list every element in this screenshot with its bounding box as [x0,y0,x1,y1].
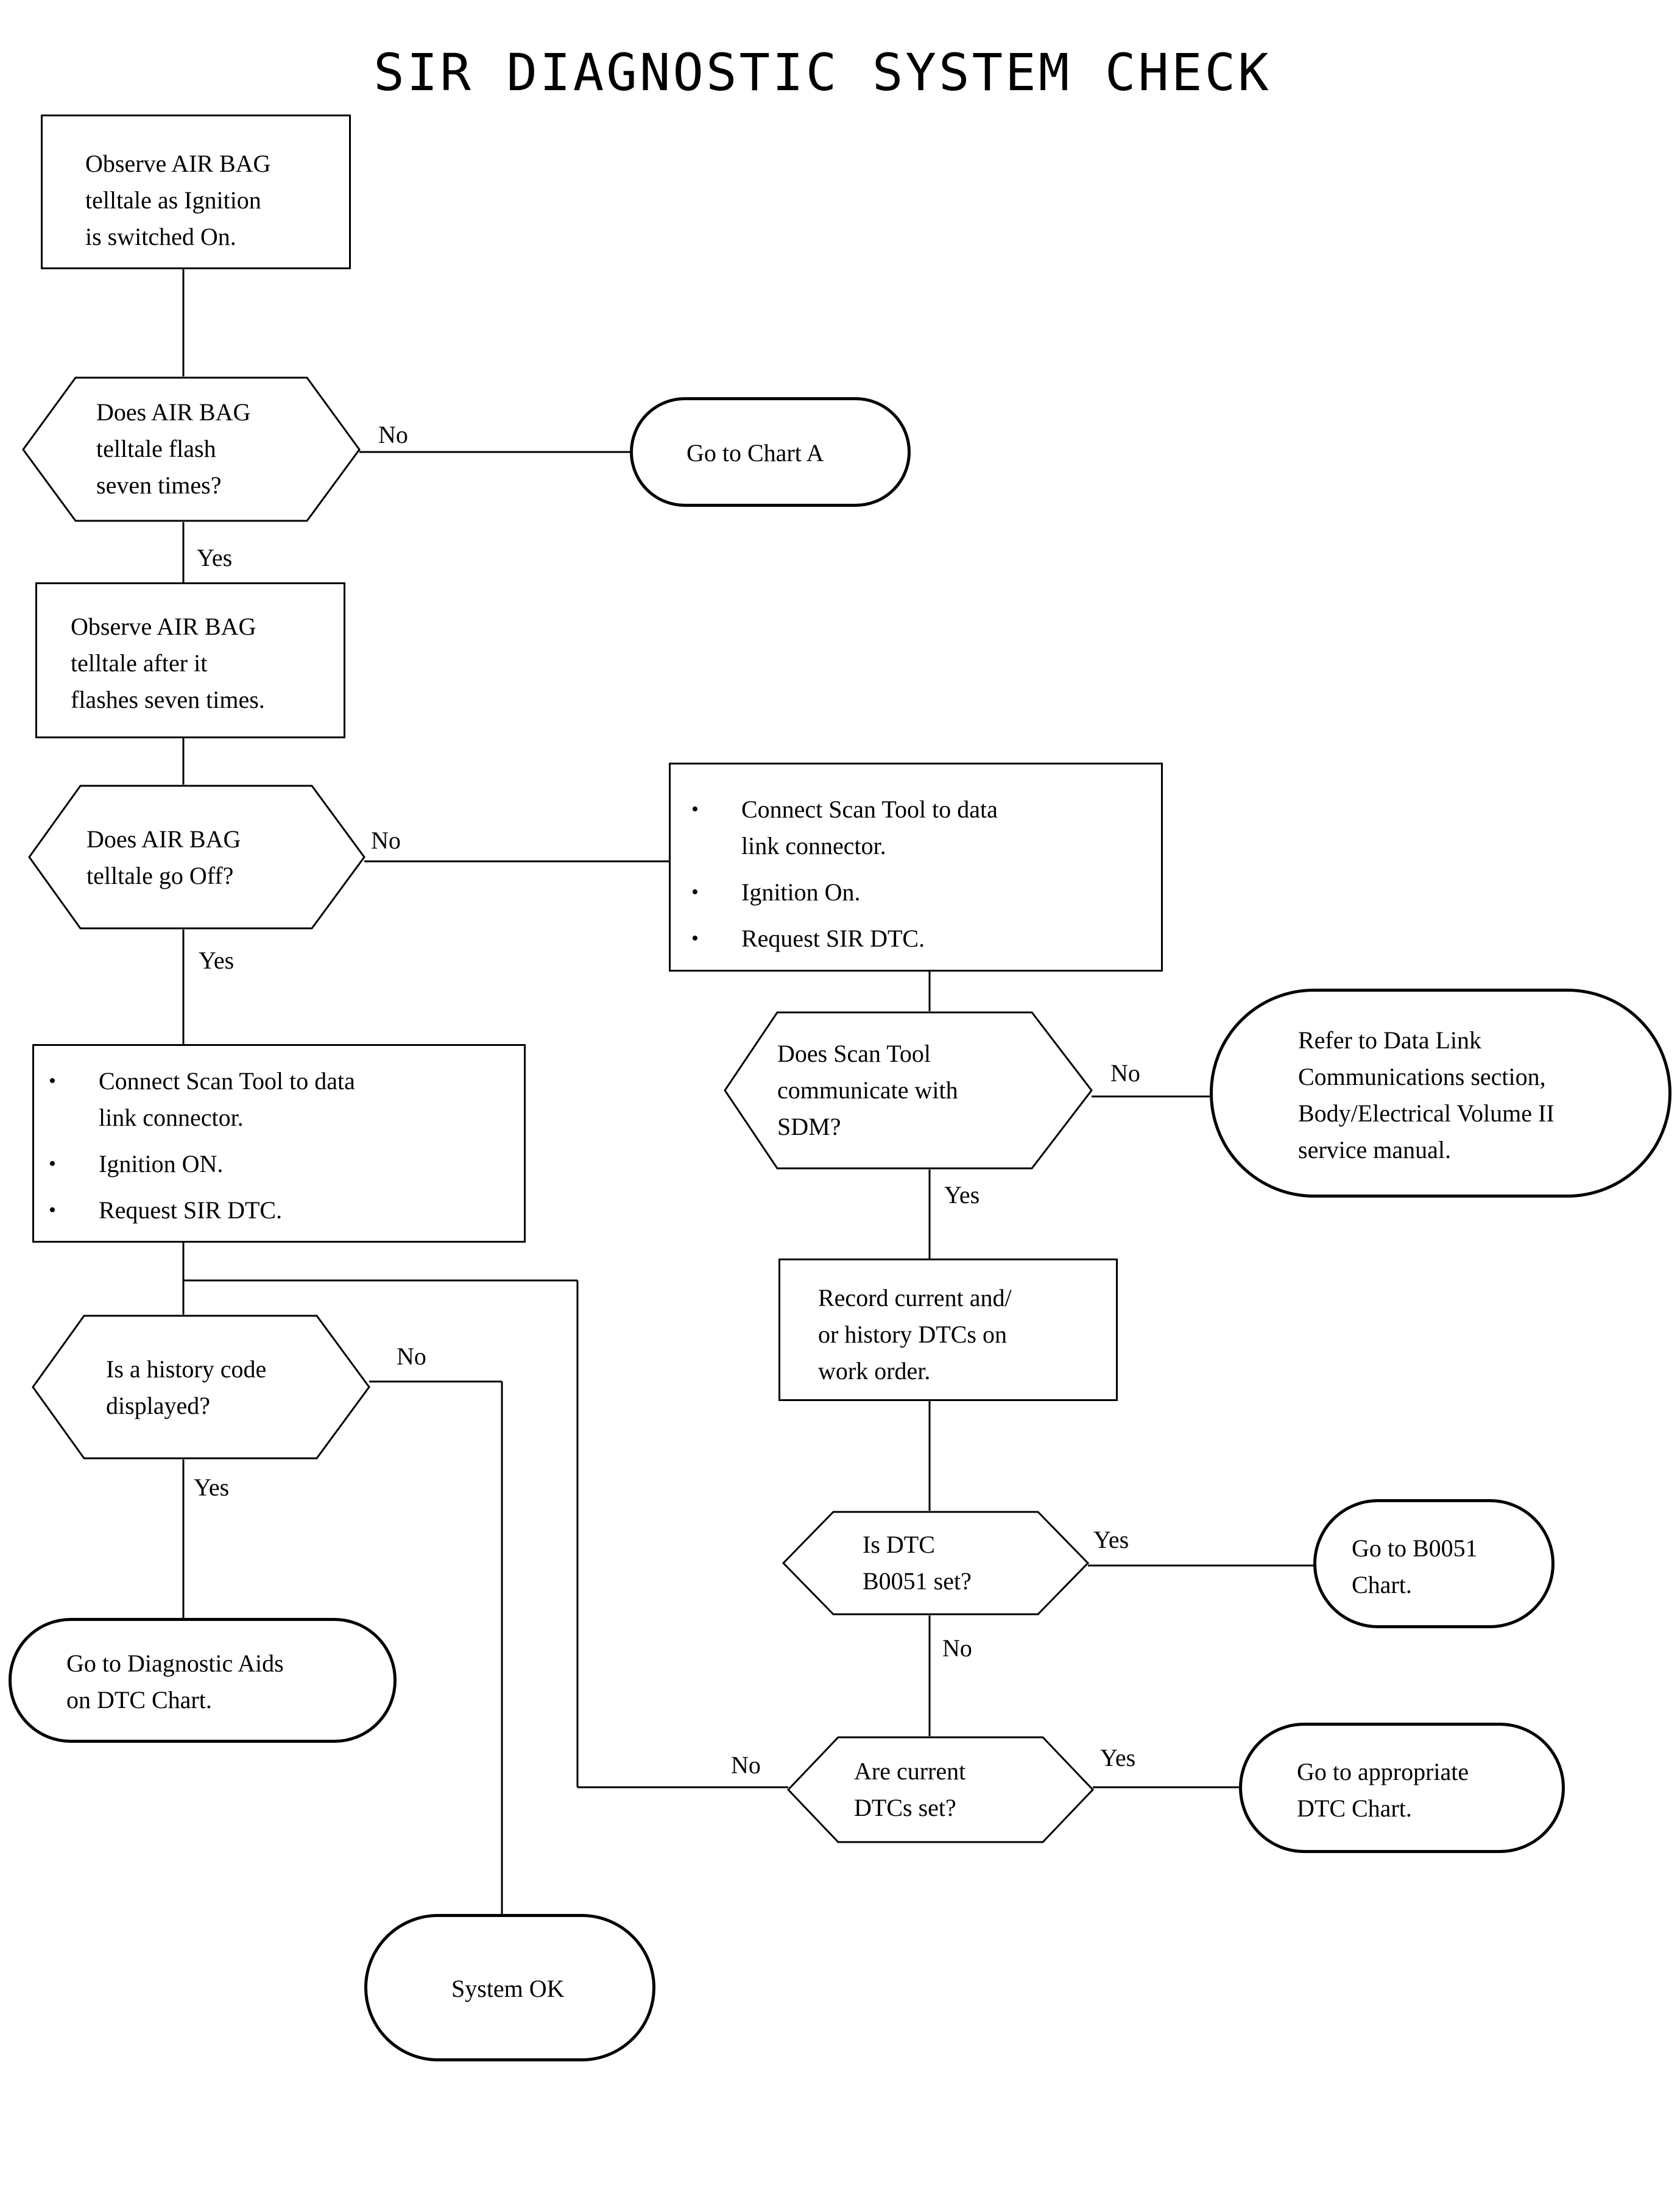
decision-flash-seven-times: Does AIR BAG telltale flash seven times? [22,376,361,522]
decision-text: Does Scan Tool communicate with SDM? [777,1040,958,1140]
bullet-icon: • [691,881,699,903]
terminal-text: Go to Chart A [686,439,824,467]
label-no: No [378,421,408,448]
process-left-scan-steps: •Connect Scan Tool to data link connecto… [32,1044,526,1243]
bullet-icon: • [691,927,699,950]
terminal-go-to-b0051: Go to B0051 Chart. [1313,1499,1555,1628]
label-yes: Yes [1100,1744,1136,1771]
label-no: No [942,1634,972,1662]
step-item: •Connect Scan Tool to data link connecto… [40,1063,524,1136]
label-yes: Yes [1093,1526,1129,1553]
label-no: No [397,1343,426,1370]
decision-current-dtcs: Are current DTCs set? [787,1736,1094,1843]
process-text: Observe AIR BAG telltale after it flashe… [71,613,265,713]
step-item: •Ignition On. [683,874,1161,911]
decision-text: Does AIR BAG telltale go Off? [86,825,241,889]
terminal-go-to-diagnostic-aids: Go to Diagnostic Aids on DTC Chart. [9,1618,397,1743]
bullet-icon: • [691,798,699,821]
step-item: •Connect Scan Tool to data link connecto… [683,791,1161,864]
decision-text: Are current DTCs set? [854,1757,966,1821]
terminal-text: Go to Diagnostic Aids on DTC Chart. [66,1650,284,1714]
decision-telltale-go-off: Does AIR BAG telltale go Off? [28,785,365,930]
step-item: •Request SIR DTC. [40,1192,524,1229]
label-yes: Yes [944,1181,980,1209]
terminal-go-to-appropriate-dtc: Go to appropriate DTC Chart. [1239,1723,1565,1853]
steps-list: •Connect Scan Tool to data link connecto… [40,1063,524,1229]
process-record-dtcs: Record current and/ or history DTCs on w… [778,1259,1118,1401]
steps-list: •Connect Scan Tool to data link connecto… [683,791,1161,957]
terminal-text: Go to B0051 Chart. [1352,1534,1478,1598]
label-no: No [731,1751,761,1779]
decision-text: Is DTC B0051 set? [863,1531,972,1595]
terminal-text: Refer to Data Link Communications sectio… [1298,1026,1555,1163]
label-yes: Yes [199,947,235,974]
step-item: •Request SIR DTC. [683,920,1161,957]
terminal-text: System OK [451,1975,565,2002]
terminal-text: Go to appropriate DTC Chart. [1297,1758,1469,1822]
bullet-icon: • [49,1199,56,1221]
decision-text: Is a history code displayed? [106,1355,267,1419]
process-right-scan-steps: •Connect Scan Tool to data link connecto… [669,763,1163,972]
terminal-go-to-chart-a: Go to Chart A [630,397,911,507]
page-title: SIR DIAGNOSTIC SYSTEM CHECK [373,43,1271,102]
bullet-icon: • [49,1153,56,1175]
process-observe-after-flashes: Observe AIR BAG telltale after it flashe… [35,582,345,738]
decision-history-code: Is a history code displayed? [32,1315,370,1460]
process-text: Record current and/ or history DTCs on w… [818,1284,1012,1385]
process-observe-ignition-on: Observe AIR BAG telltale as Ignition is … [41,115,351,269]
decision-text: Does AIR BAG telltale flash seven times? [96,398,251,499]
decision-scan-tool-communicate: Does Scan Tool communicate with SDM? [724,1011,1093,1170]
decision-dtc-b0051: Is DTC B0051 set? [782,1511,1089,1615]
label-yes: Yes [197,544,233,571]
label-yes: Yes [194,1474,230,1501]
step-item: •Ignition ON. [40,1146,524,1182]
process-text: Observe AIR BAG telltale as Ignition is … [85,150,271,250]
terminal-system-ok: System OK [364,1914,655,2061]
label-no: No [371,827,401,854]
bullet-icon: • [49,1070,56,1092]
label-no: No [1110,1059,1140,1087]
terminal-refer-data-link: Refer to Data Link Communications sectio… [1210,989,1671,1198]
